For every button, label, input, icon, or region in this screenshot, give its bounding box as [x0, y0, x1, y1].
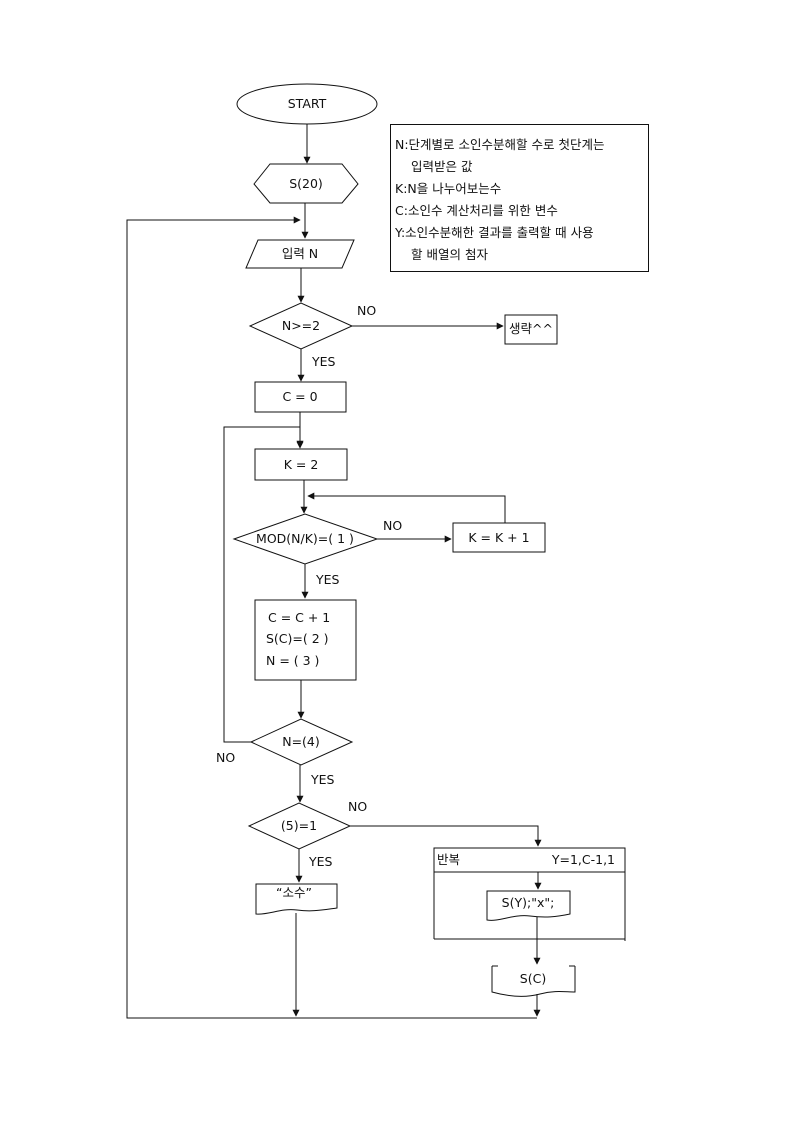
init-k-box	[254, 448, 348, 481]
print-sc-label: S(C)	[520, 971, 546, 986]
inc-k-label: K = K + 1	[468, 530, 529, 545]
legend-line-y-cont: 할 배열의 첨자	[411, 247, 488, 262]
decision-n-ge-2-label: N>=2	[282, 318, 320, 333]
print-sy-document	[486, 890, 571, 921]
arrow-inck-back-to-mod	[307, 492, 506, 523]
legend-line-k: K:N을 나누어보는수	[395, 181, 502, 196]
label-yes-5: YES	[308, 854, 333, 869]
dim-preparation	[253, 163, 359, 204]
start-label: START	[288, 96, 327, 111]
print-sc-document	[491, 966, 576, 997]
print-prime-document	[255, 883, 338, 915]
decision-mod-label: MOD(N/K)=( 1 )	[256, 531, 354, 546]
init-k-label: K = 2	[284, 457, 319, 472]
print-sy-label: S(Y);"x";	[502, 895, 555, 910]
label-yes-n-ge-2: YES	[311, 354, 336, 369]
arrow-n4-no-loop	[223, 426, 304, 743]
label-no-n4: NO	[216, 750, 235, 765]
decision-n4-label: N=(4)	[282, 734, 320, 749]
decision-5-label: (5)=1	[281, 818, 317, 833]
loop-label: 반복	[437, 852, 460, 867]
omitted-label: 생략^^	[509, 321, 553, 336]
legend-line-n-cont: 입력받은 값	[411, 159, 473, 174]
arrow-return-loop	[126, 216, 537, 1019]
decision-n4	[249, 718, 354, 766]
input-label: 입력 N	[282, 246, 318, 261]
legend-line-c: C:소인수 계산처리를 위한 변수	[395, 203, 558, 218]
init-c-label: C = 0	[282, 389, 317, 404]
label-no-n-ge-2: NO	[357, 303, 376, 318]
dim-label: S(20)	[289, 176, 323, 191]
label-yes-n4: YES	[310, 772, 335, 787]
label-yes-mod: YES	[315, 572, 340, 587]
variable-legend: N:단계별로 소인수분해할 수로 첫단계는 입력받은 값 K:N을 나누어보는수…	[390, 124, 649, 272]
loop-box	[433, 847, 626, 941]
init-c-box	[254, 381, 347, 413]
process-line-2: S(C)=( 2 )	[266, 631, 329, 646]
print-prime-label: “소수”	[276, 885, 312, 900]
label-no-5: NO	[348, 799, 367, 814]
input-parallelogram	[245, 239, 355, 269]
process-box	[254, 599, 357, 681]
loop-range: Y=1,C-1,1	[551, 852, 615, 867]
legend-line-n: N:단계별로 소인수분해할 수로 첫단계는	[395, 137, 605, 152]
process-line-1: C = C + 1	[268, 610, 330, 625]
process-line-3: N = ( 3 )	[266, 653, 319, 668]
omitted-box	[504, 314, 558, 345]
legend-line-y: Y:소인수분해한 결과를 출력할 때 사용	[395, 225, 594, 240]
arrow-5-no-to-loop	[350, 825, 542, 847]
inc-k-box	[452, 522, 546, 553]
label-no-mod: NO	[383, 518, 402, 533]
